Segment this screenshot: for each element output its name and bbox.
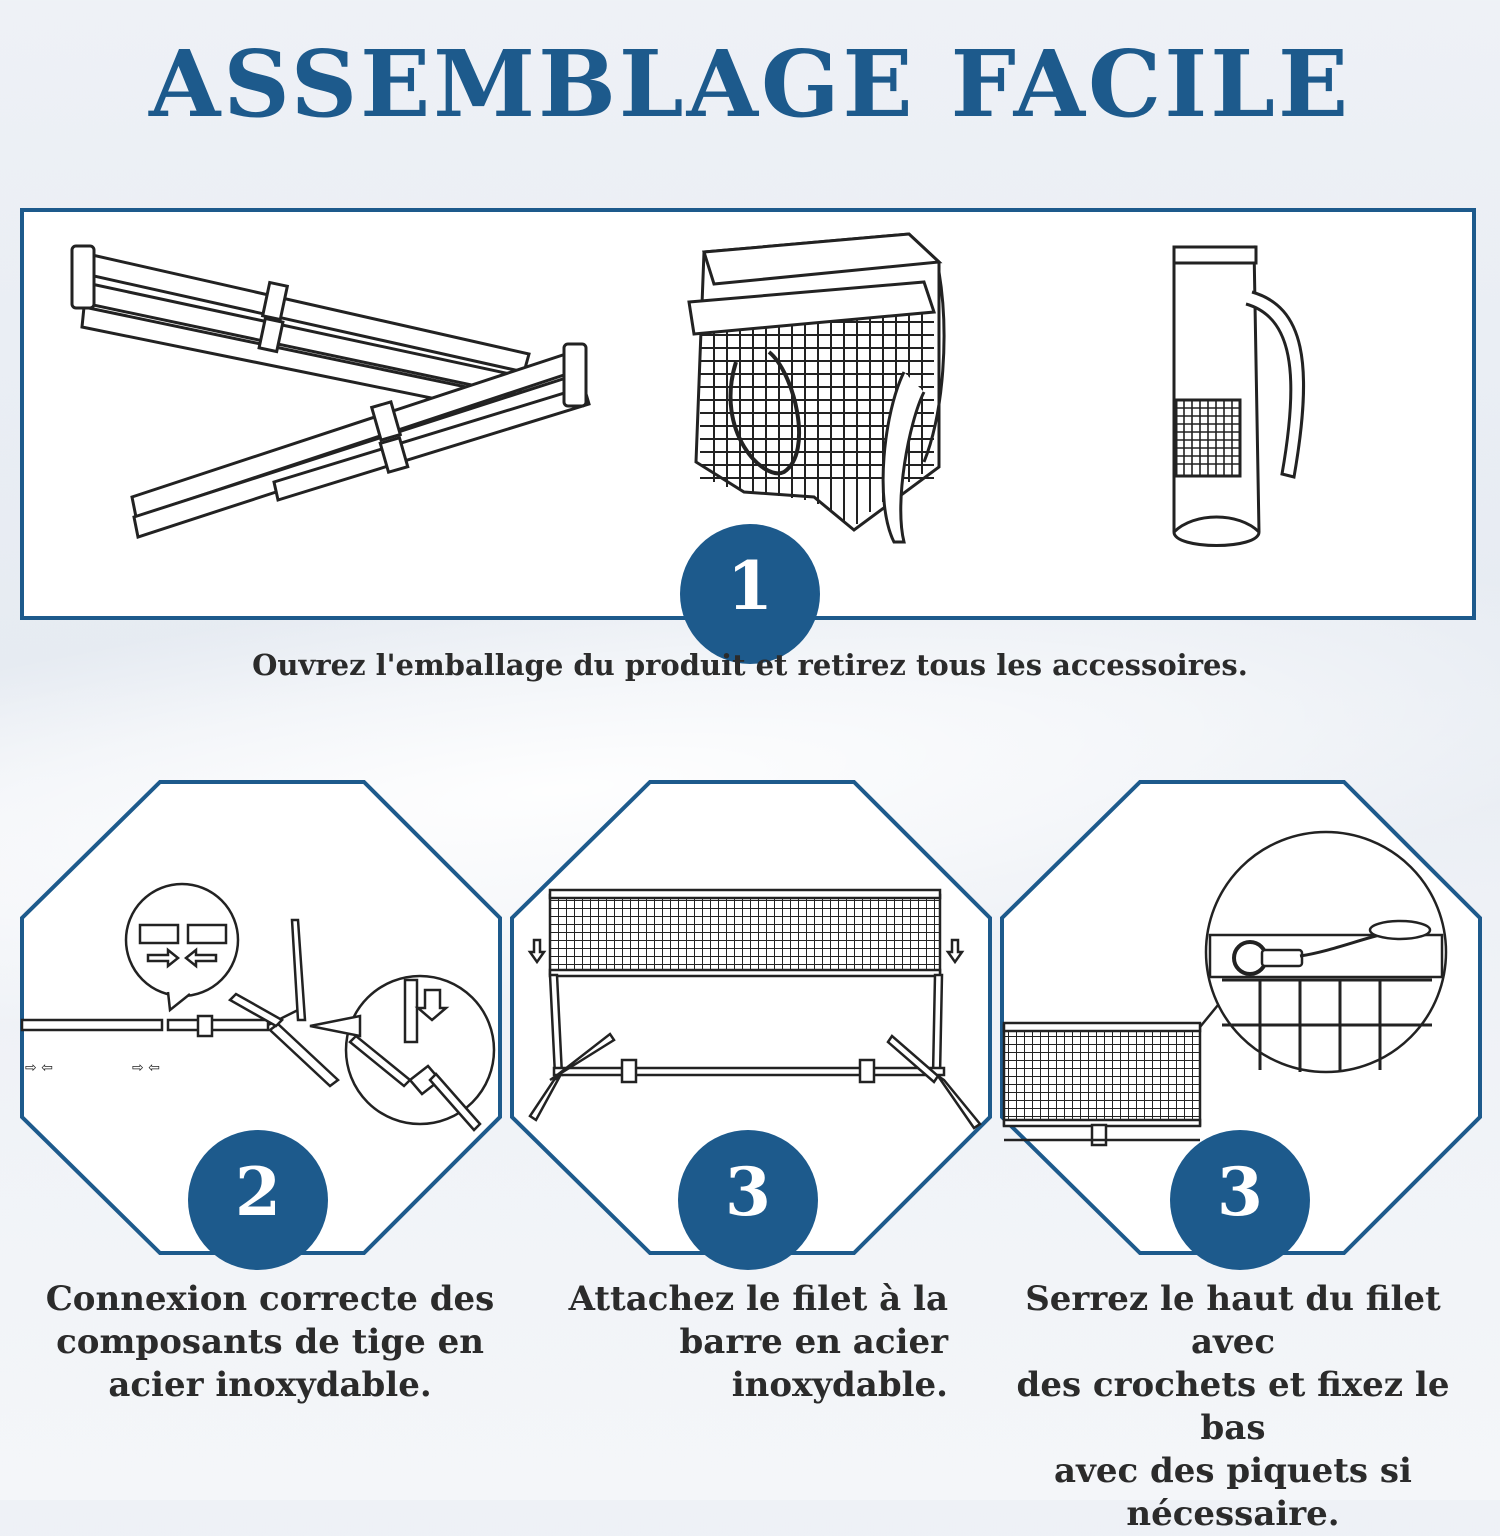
step-2-caption-line: composants de tige en (56, 1322, 484, 1362)
svg-text:⇨ ⇦: ⇨ ⇦ (25, 1060, 53, 1076)
step-2-caption: Connexion correcte des composants de tig… (20, 1278, 520, 1407)
step-2-number: 2 (235, 1153, 281, 1231)
step-2-illustration: ⇨ ⇦ ⇨ ⇦ (20, 780, 502, 1255)
step-2-caption-line: acier inoxydable. (108, 1365, 432, 1405)
step-4-caption-line: Serrez le haut du filet avec (1025, 1279, 1441, 1362)
step-2-panel: ⇨ ⇦ ⇨ ⇦ 2 (20, 780, 504, 1270)
step-4-caption-line: nécessaire. (1126, 1494, 1340, 1534)
step-3-caption-line: barre en acier (679, 1322, 948, 1362)
step-3-badge: 3 (678, 1130, 818, 1270)
step-1-panel: 1 (20, 208, 1476, 664)
step-3-illustration (510, 780, 992, 1255)
step-4-badge: 3 (1170, 1130, 1310, 1270)
carry-bag-illustration (1172, 245, 1306, 547)
step-4-illustration (1000, 780, 1482, 1255)
step-1-caption: Ouvrez l'emballage du produit et retirez… (252, 648, 1248, 682)
svg-text:⇨ ⇦: ⇨ ⇦ (132, 1060, 160, 1076)
step-1-badge: 1 (680, 524, 820, 664)
page-title: ASSEMBLAGE FACILE (148, 30, 1352, 138)
step-3-panel: 3 (510, 780, 994, 1270)
step-3-caption-line: inoxydable. (731, 1365, 948, 1405)
step-2-caption-line: Connexion correcte des (45, 1279, 495, 1319)
folded-frame-illustration (70, 244, 591, 539)
step-4-caption-line: des crochets et fixez le bas (1016, 1365, 1450, 1448)
step-1-number: 1 (727, 547, 773, 625)
step-4-number: 3 (1217, 1153, 1263, 1231)
step-3-caption-line: Attachez le filet à la (568, 1279, 948, 1319)
folded-net-illustration (687, 232, 946, 544)
step-2-badge: 2 (188, 1130, 328, 1270)
step-3-caption: Attachez le filet à la barre en acier in… (560, 1278, 948, 1407)
step-4-caption-line: avec des piquets si (1054, 1451, 1412, 1491)
step-4-caption: Serrez le haut du filet avec des crochet… (988, 1278, 1478, 1536)
step-1-illustration (70, 232, 1306, 547)
step-3-number: 3 (725, 1153, 771, 1231)
step-4-panel: 3 (1000, 780, 1484, 1270)
